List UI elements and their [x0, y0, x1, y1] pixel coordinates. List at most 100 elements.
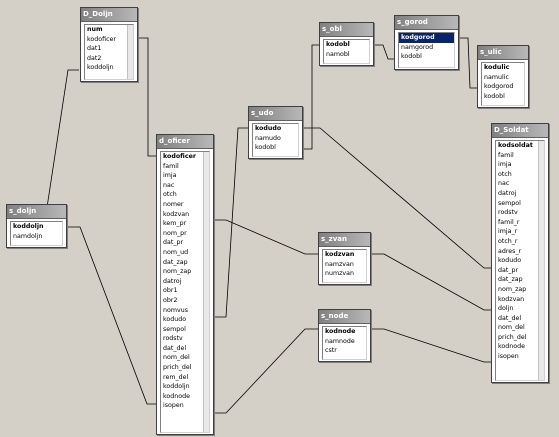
table-title[interactable]: s_ulic	[478, 46, 528, 60]
field-item[interactable]: nom_del	[163, 354, 190, 362]
field-item[interactable]: namzvan	[325, 260, 354, 268]
field-item[interactable]: obr2	[163, 296, 178, 304]
field-item[interactable]: nom_zap	[498, 285, 527, 293]
field-item[interactable]: obr1	[163, 287, 178, 295]
field-item[interactable]: dat_pr	[498, 266, 519, 274]
field-item[interactable]: koddoljn	[87, 64, 114, 72]
field-item[interactable]: doljn	[498, 305, 514, 313]
field-item[interactable]: nom_ud	[163, 248, 189, 256]
field-item[interactable]: kodgorod	[484, 83, 514, 91]
field-item[interactable]: famil	[498, 151, 514, 159]
field-item[interactable]: dat_del	[498, 314, 522, 322]
field-item[interactable]: nomvus	[163, 306, 188, 314]
scrollbar[interactable]	[538, 141, 544, 380]
field-item[interactable]: sempol	[163, 325, 186, 333]
field-item[interactable]: prich_del	[163, 364, 192, 372]
field-item[interactable]: koddoljn	[163, 383, 190, 391]
field-item[interactable]: rodstv	[163, 335, 183, 343]
scrollbar[interactable]	[127, 25, 133, 79]
field-item[interactable]: kodnode	[498, 343, 525, 351]
scrollbar[interactable]	[203, 152, 209, 432]
field-item[interactable]: kodsoldat	[498, 142, 533, 149]
field-item[interactable]: kodudo	[255, 125, 282, 132]
field-item[interactable]: nac	[163, 181, 175, 189]
field-item[interactable]: kodoficer	[163, 153, 196, 160]
table-title[interactable]: s_udo	[249, 107, 302, 121]
field-item[interactable]: otch	[498, 170, 512, 178]
field-item[interactable]: namulic	[484, 73, 509, 81]
field-item[interactable]: koddoljn	[13, 223, 44, 230]
field-item[interactable]: famil	[163, 162, 179, 170]
field-item[interactable]: rem_del	[163, 373, 189, 381]
table-title[interactable]: s_zvan	[319, 233, 370, 247]
field-item[interactable]: kodoficer	[87, 35, 117, 43]
table-title[interactable]: s_obl	[320, 23, 373, 37]
field-item[interactable]: kem_pr	[163, 220, 187, 228]
field-item[interactable]: kodzvan	[498, 295, 525, 303]
field-item[interactable]: kodobl	[255, 144, 276, 152]
field-item[interactable]: kodzvan	[325, 251, 355, 258]
table-title[interactable]: s_node	[319, 310, 370, 324]
field-item[interactable]: namudo	[255, 134, 281, 142]
table-title[interactable]: s_gorod	[395, 16, 458, 30]
field-item[interactable]: imja	[163, 172, 177, 180]
field-item[interactable]: datroj	[498, 189, 517, 197]
field-item[interactable]: rodstv	[498, 209, 518, 217]
field-item[interactable]: namnode	[325, 337, 355, 345]
field-list[interactable]: kodnode namnode cstr	[322, 326, 367, 360]
field-list[interactable]: kodzvan namzvan numzvan	[322, 249, 367, 283]
field-item[interactable]: numzvan	[325, 270, 354, 278]
field-item[interactable]: kodnode	[325, 328, 356, 335]
table-title[interactable]: s_doljn	[7, 205, 66, 219]
field-item[interactable]: datroj	[163, 277, 182, 285]
field-item[interactable]: kodobl	[484, 92, 505, 100]
field-item[interactable]: kodulic	[484, 64, 510, 71]
field-item[interactable]: namobl	[326, 50, 350, 58]
field-item[interactable]: kodudo	[498, 257, 522, 265]
field-item[interactable]: nomer	[163, 200, 184, 208]
field-item[interactable]: dat_zap	[498, 276, 523, 284]
field-item[interactable]: kodzvan	[163, 210, 190, 218]
field-item[interactable]: kodobl	[326, 41, 350, 48]
field-item[interactable]: kodnode	[163, 392, 190, 400]
field-item[interactable]: imja	[498, 161, 512, 169]
field-item[interactable]: nom_zap	[163, 268, 192, 276]
field-item[interactable]: dat_zap	[163, 258, 188, 266]
table-title[interactable]: D_Soldat	[492, 124, 548, 138]
field-item[interactable]: namgorod	[401, 43, 434, 51]
field-item[interactable]: dat1	[87, 45, 102, 53]
field-item[interactable]: dat2	[87, 54, 102, 62]
field-item[interactable]: cstr	[325, 347, 337, 355]
field-item[interactable]: adres_r	[498, 247, 522, 255]
field-list[interactable]: kodudo namudo kodobl	[252, 123, 299, 157]
field-item[interactable]: namdoljn	[13, 232, 43, 240]
field-item[interactable]: nom_del	[498, 324, 525, 332]
table-title[interactable]: d_oficer	[157, 135, 213, 149]
table-title[interactable]: D_Doljn	[81, 8, 137, 22]
field-item[interactable]: kodgorod	[399, 33, 454, 43]
field-item[interactable]: isopen	[498, 353, 519, 361]
field-item[interactable]: imja_r	[498, 228, 518, 236]
table-s-doljn[interactable]: s_doljn koddoljn namdoljn	[6, 204, 67, 248]
field-item[interactable]: otch	[163, 191, 177, 199]
field-item[interactable]: kodobl	[401, 53, 422, 61]
field-list[interactable]: kodobl namobl	[323, 39, 370, 64]
field-item[interactable]: nac	[498, 180, 510, 188]
field-item[interactable]: kodudo	[163, 316, 187, 324]
field-item[interactable]: isopen	[163, 402, 184, 410]
field-item[interactable]: otch_r	[498, 237, 518, 245]
field-item[interactable]: sempol	[498, 199, 521, 207]
